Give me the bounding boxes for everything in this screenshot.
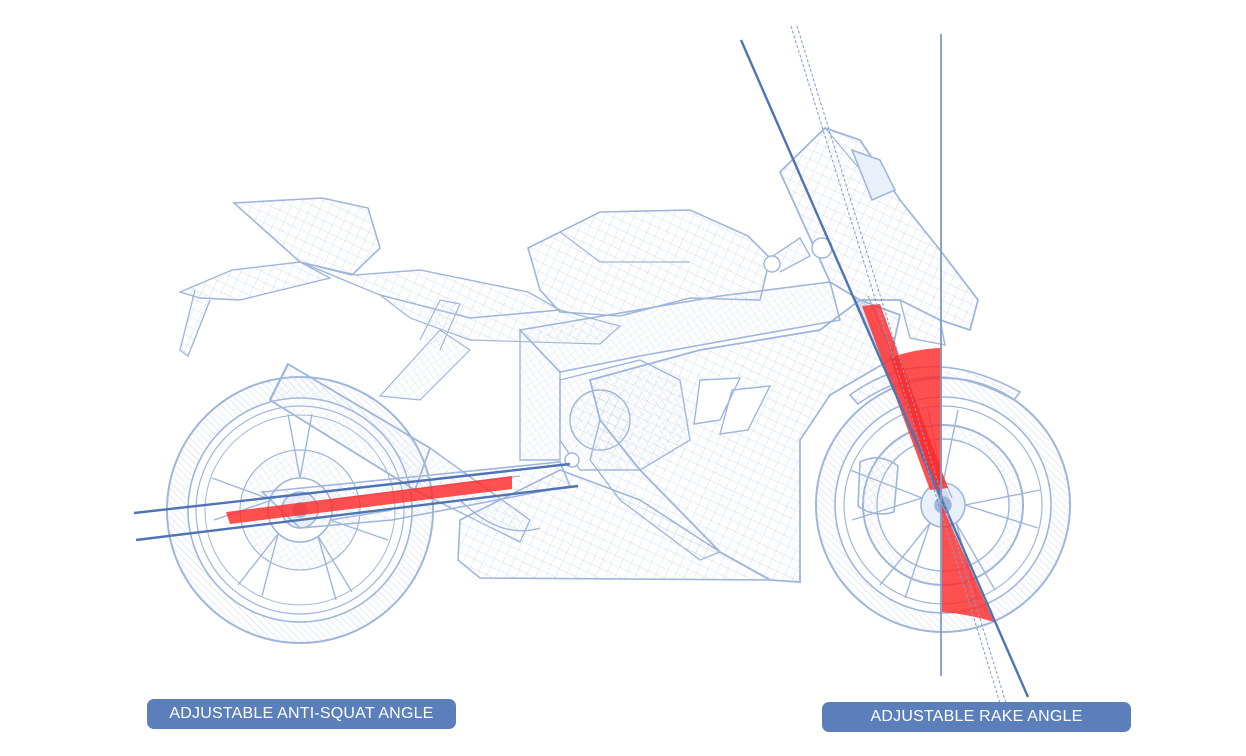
rake-angle-label: ADJUSTABLE RAKE ANGLE <box>822 702 1131 732</box>
front-fairing <box>778 126 979 346</box>
side-fairing <box>457 298 902 583</box>
anti-squat-angle-fill <box>226 476 512 524</box>
fuel-tank <box>527 209 811 317</box>
frame <box>378 281 841 461</box>
anti-squat-lines <box>133 462 579 542</box>
rake-angle-fill <box>862 304 994 622</box>
rake-lines <box>739 25 1030 704</box>
anti-squat-angle-label: ADJUSTABLE ANTI-SQUAT ANGLE <box>147 699 456 729</box>
